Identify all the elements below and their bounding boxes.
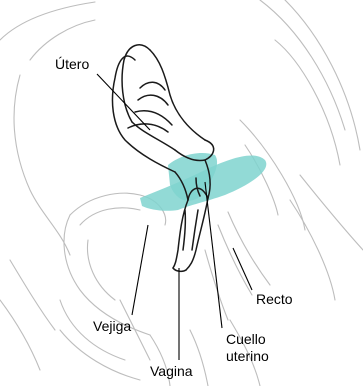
leader-uterus: [97, 74, 150, 130]
label-cervix-line1: Cuello: [226, 331, 266, 348]
label-bladder: Vejiga: [93, 318, 131, 335]
label-rectum: Recto: [256, 291, 293, 308]
label-uterus: Útero: [55, 56, 89, 73]
leader-bladder: [132, 225, 148, 315]
leader-cervix: [205, 182, 222, 328]
label-cervix-line2: uterino: [226, 348, 269, 365]
label-vagina: Vagina: [150, 363, 193, 380]
